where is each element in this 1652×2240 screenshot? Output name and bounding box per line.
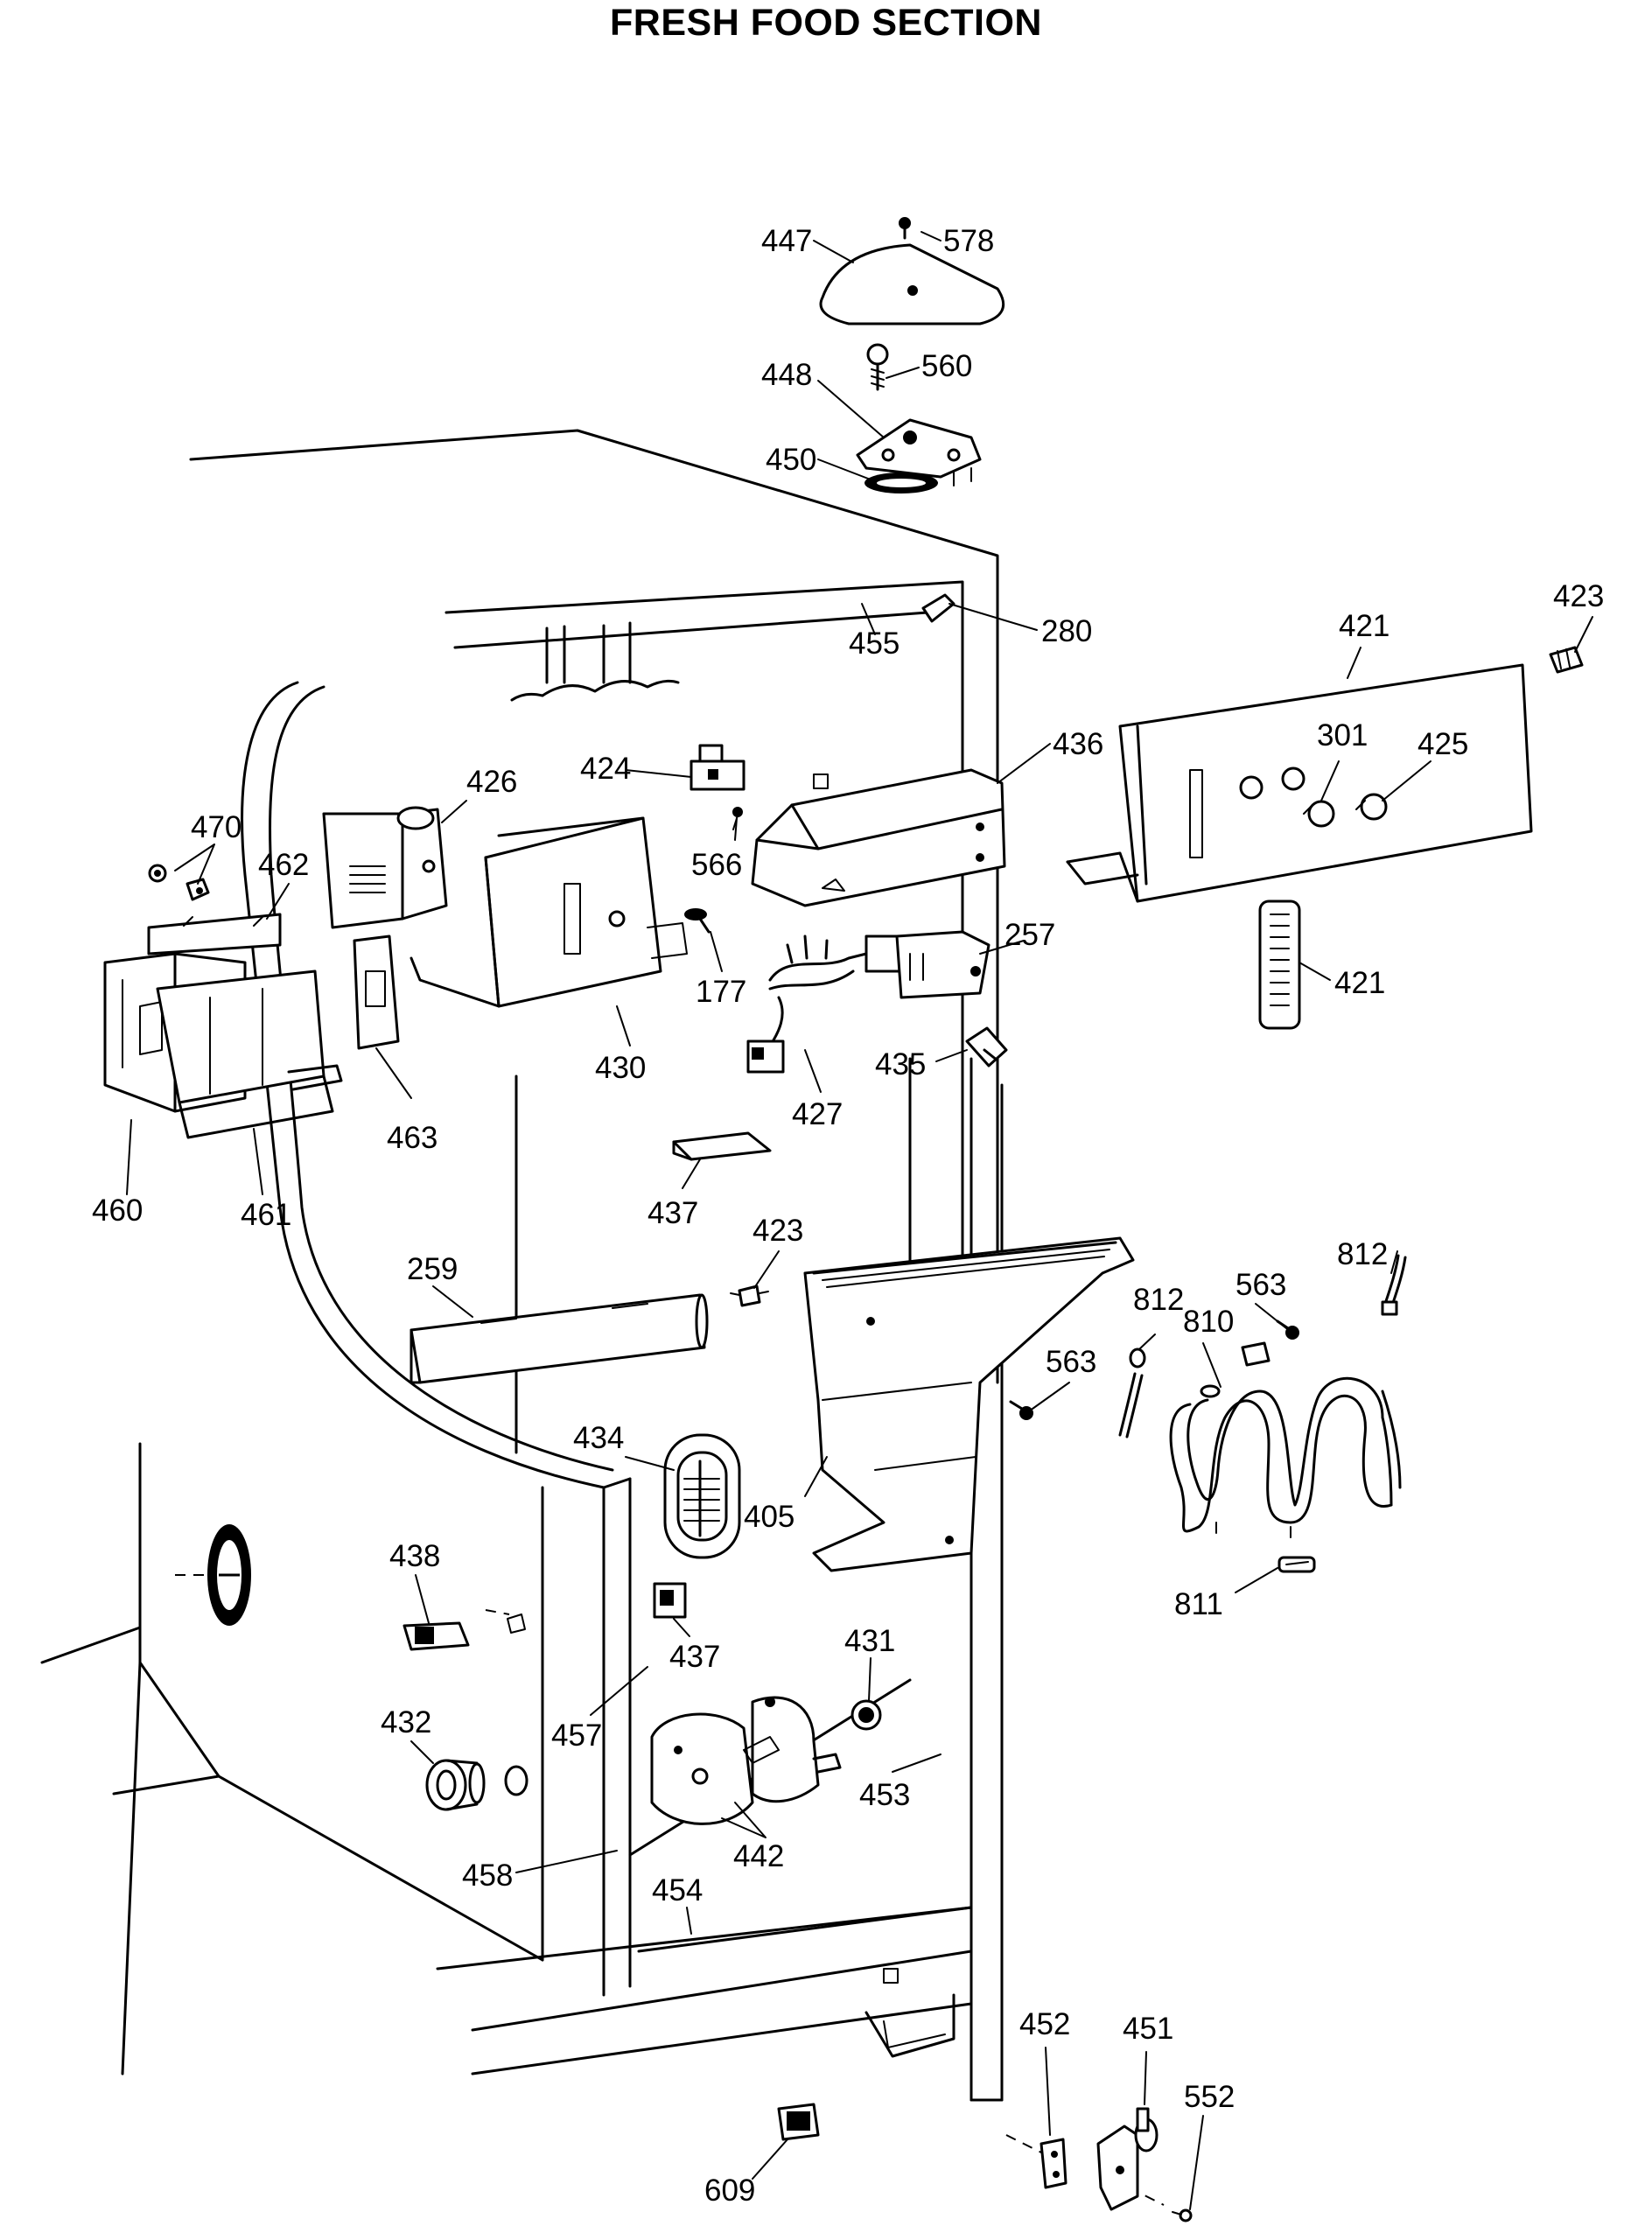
part-812-tubing-right bbox=[1381, 1254, 1407, 1316]
label-578: 578 bbox=[943, 224, 994, 258]
label-437-top: 437 bbox=[648, 1196, 698, 1230]
part-461-air-tower bbox=[156, 970, 343, 1139]
label-432: 432 bbox=[381, 1705, 431, 1740]
label-462: 462 bbox=[258, 848, 309, 882]
part-463-insulation bbox=[353, 934, 400, 1050]
label-810: 810 bbox=[1183, 1305, 1234, 1339]
label-450: 450 bbox=[766, 443, 816, 477]
label-470: 470 bbox=[191, 810, 242, 844]
label-280: 280 bbox=[1041, 614, 1092, 648]
part-436-damper-housing bbox=[751, 768, 1006, 907]
label-442: 442 bbox=[733, 1839, 784, 1873]
leader-lines bbox=[126, 231, 1593, 2210]
label-457: 457 bbox=[551, 1718, 602, 1753]
label-447: 447 bbox=[761, 224, 812, 258]
label-177: 177 bbox=[696, 975, 746, 1009]
label-426: 426 bbox=[466, 765, 517, 799]
label-463: 463 bbox=[387, 1121, 438, 1155]
label-423-mid: 423 bbox=[752, 1214, 803, 1248]
part-432-light-socket bbox=[425, 1759, 528, 1811]
label-451: 451 bbox=[1123, 2012, 1173, 2046]
part-number-labels: 578 447 560 448 450 423 280 455 421 424 … bbox=[92, 224, 1604, 2208]
part-423-light-bulb bbox=[730, 1284, 769, 1307]
part-566-screw bbox=[732, 807, 743, 830]
part-421-control-panel bbox=[1066, 663, 1533, 903]
label-811: 811 bbox=[1174, 1587, 1223, 1621]
part-177-screw bbox=[684, 908, 710, 934]
label-812-left: 812 bbox=[1133, 1283, 1184, 1317]
part-424-switch bbox=[690, 744, 746, 791]
label-455: 455 bbox=[849, 626, 900, 661]
part-810-heater bbox=[1169, 1341, 1402, 1538]
part-259-channel bbox=[410, 1293, 709, 1384]
cabinet-outline bbox=[40, 429, 1165, 2206]
part-437-connector bbox=[653, 1582, 687, 1619]
part-434-fan-guard bbox=[663, 1433, 741, 1559]
label-812-right: 812 bbox=[1337, 1237, 1388, 1271]
part-609-roller bbox=[777, 2103, 820, 2141]
diagram-title: FRESH FOOD SECTION bbox=[610, 2, 1042, 44]
part-448-top-hinge bbox=[856, 418, 982, 486]
part-452-hinge-shim bbox=[1040, 2138, 1068, 2189]
part-280-clip bbox=[921, 593, 956, 623]
left-wall-access-hole bbox=[207, 1524, 251, 1626]
part-426-control-housing bbox=[322, 806, 448, 929]
label-438: 438 bbox=[389, 1539, 440, 1573]
label-423-top: 423 bbox=[1553, 579, 1604, 613]
part-442-evaporator-fan-motor bbox=[650, 1696, 842, 1825]
part-438-switch bbox=[402, 1614, 526, 1651]
label-436: 436 bbox=[1053, 727, 1103, 761]
label-405: 405 bbox=[744, 1500, 794, 1534]
label-431: 431 bbox=[844, 1624, 895, 1658]
label-563-right: 563 bbox=[1236, 1268, 1286, 1302]
part-435-light-socket bbox=[965, 1026, 1008, 1068]
part-421-light-shield bbox=[1258, 900, 1301, 1030]
label-434: 434 bbox=[573, 1421, 624, 1455]
label-453: 453 bbox=[859, 1778, 910, 1812]
part-430-control-box bbox=[410, 816, 688, 1008]
label-454: 454 bbox=[652, 1873, 703, 1908]
label-425: 425 bbox=[1418, 727, 1468, 761]
label-448: 448 bbox=[761, 358, 812, 392]
part-812-tubing-left bbox=[1118, 1348, 1146, 1438]
part-552-screw bbox=[1172, 2208, 1193, 2222]
part-447-hinge-cover bbox=[819, 243, 1005, 326]
label-552: 552 bbox=[1184, 2080, 1235, 2114]
label-421-bottom: 421 bbox=[1334, 966, 1385, 1000]
part-560-screw bbox=[866, 343, 889, 391]
part-462-mounting-plate bbox=[147, 913, 282, 956]
label-460: 460 bbox=[92, 1194, 143, 1228]
label-458: 458 bbox=[462, 1858, 513, 1893]
label-566: 566 bbox=[691, 848, 742, 882]
label-435: 435 bbox=[875, 1047, 926, 1082]
part-257-defrost-timer bbox=[895, 930, 990, 999]
label-424: 424 bbox=[580, 752, 631, 786]
label-609: 609 bbox=[704, 2174, 755, 2208]
part-470-screw-and-spacer bbox=[148, 864, 210, 901]
label-563-left: 563 bbox=[1046, 1345, 1096, 1379]
label-461: 461 bbox=[241, 1198, 291, 1232]
label-560: 560 bbox=[921, 349, 972, 383]
part-431-grommet bbox=[850, 1699, 882, 1731]
label-301: 301 bbox=[1317, 718, 1368, 752]
label-437-bottom: 437 bbox=[669, 1640, 720, 1674]
part-563-screw-left bbox=[1009, 1400, 1033, 1420]
label-421-top: 421 bbox=[1339, 609, 1390, 643]
part-405-air-duct-cover bbox=[803, 1236, 1135, 1572]
part-578-screw bbox=[899, 217, 911, 240]
part-811-drain-plug bbox=[1278, 1556, 1316, 1573]
part-427-wire-harness bbox=[746, 934, 903, 1074]
part-451-bottom-hinge bbox=[1096, 2107, 1158, 2211]
part-450-hinge-shim bbox=[864, 472, 938, 494]
label-259: 259 bbox=[407, 1252, 458, 1286]
part-423-light-bulb-top bbox=[1549, 646, 1584, 674]
label-427: 427 bbox=[792, 1097, 843, 1131]
part-437-bracket bbox=[672, 1131, 772, 1161]
label-452: 452 bbox=[1019, 2007, 1070, 2041]
label-257: 257 bbox=[1004, 918, 1055, 952]
label-430: 430 bbox=[595, 1051, 646, 1085]
